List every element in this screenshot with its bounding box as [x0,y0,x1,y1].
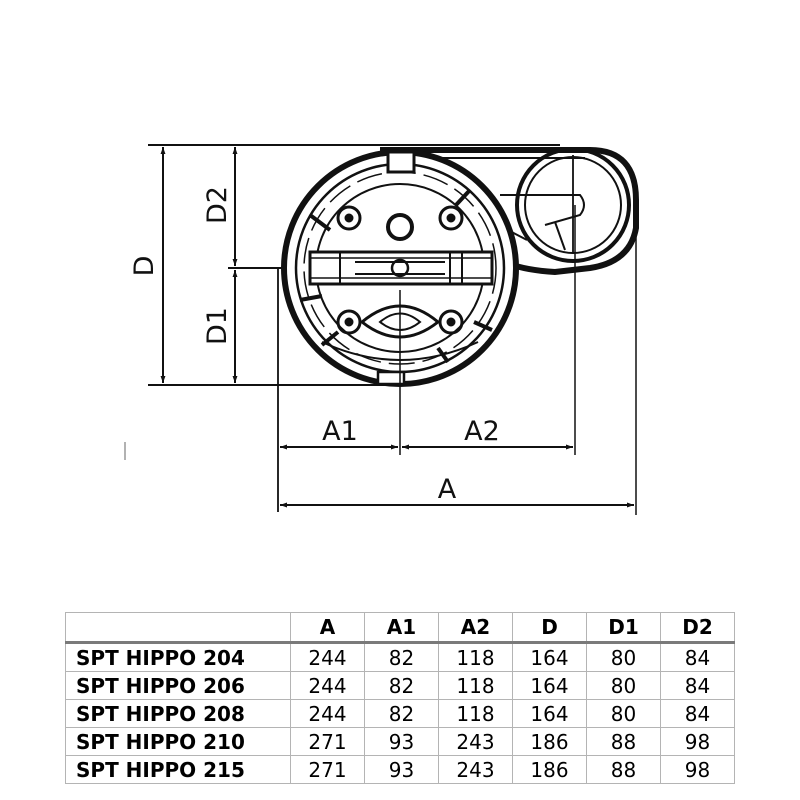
cell-A1: 82 [364,642,439,672]
cell-A1: 82 [364,699,439,728]
cell-D2: 84 [660,642,735,672]
cell-D: 164 [512,671,587,700]
cell-A2: 118 [438,642,513,672]
extension-lines [148,144,637,515]
label-A1: A1 [322,416,358,447]
table-row: SPT HIPPO 206 244 82 118 164 80 84 [65,671,735,700]
header-D: D [512,612,587,644]
dimension-D2: D2 [202,147,238,266]
dimension-table: A A1 A2 D D1 D2 SPT HIPPO 204 244 82 118… [65,612,735,784]
pump-body [281,149,519,387]
table-header-row: A A1 A2 D D1 D2 [65,612,735,644]
cell-D1: 80 [586,671,661,700]
header-model [65,612,291,644]
cell-A2: 118 [438,699,513,728]
model-name: SPT HIPPO 215 [65,755,291,784]
cell-D1: 80 [586,642,661,672]
cell-A: 271 [290,755,365,784]
cell-D2: 98 [660,755,735,784]
handle-bar [308,250,494,286]
model-name: SPT HIPPO 210 [65,727,291,756]
label-A2: A2 [464,416,500,447]
header-A1: A1 [364,612,439,644]
header-A2: A2 [438,612,513,644]
cell-A: 271 [290,727,365,756]
cell-A: 244 [290,642,365,672]
cell-D1: 88 [586,727,661,756]
dimension-D1: D1 [202,270,238,383]
pump-dimension-drawing: D D2 D1 A1 A2 A [124,144,639,515]
cell-A2: 243 [438,727,513,756]
mounting-bolts [336,205,464,335]
header-A: A [290,612,365,644]
label-A: A [438,474,457,505]
label-D: D [129,256,160,277]
cell-A2: 118 [438,671,513,700]
cell-D2: 84 [660,671,735,700]
cell-A2: 243 [438,755,513,784]
cell-D1: 80 [586,699,661,728]
cell-D: 164 [512,699,587,728]
cell-D: 186 [512,727,587,756]
cell-A1: 82 [364,671,439,700]
label-D2: D2 [202,186,233,224]
cell-A1: 93 [364,727,439,756]
dimension-D: D [129,147,166,383]
dimension-A: A [280,474,634,508]
table-row: SPT HIPPO 204 244 82 118 164 80 84 [65,642,735,672]
cell-D: 164 [512,642,587,672]
cell-D1: 88 [586,755,661,784]
model-name: SPT HIPPO 206 [65,671,291,700]
cell-D2: 98 [660,727,735,756]
model-name: SPT HIPPO 208 [65,699,291,728]
cell-A: 244 [290,671,365,700]
header-D1: D1 [586,612,661,644]
dimension-A1: A1 [280,416,398,450]
cell-A: 244 [290,699,365,728]
table-row: SPT HIPPO 215 271 93 243 186 88 98 [65,755,735,784]
cell-A1: 93 [364,755,439,784]
cell-D: 186 [512,755,587,784]
header-D2: D2 [660,612,735,644]
table-row: SPT HIPPO 210 271 93 243 186 88 98 [65,727,735,756]
label-D1: D1 [202,307,233,345]
dimension-A2: A2 [402,416,573,450]
model-name: SPT HIPPO 204 [65,642,291,672]
cell-D2: 84 [660,699,735,728]
table-row: SPT HIPPO 208 244 82 118 164 80 84 [65,699,735,728]
